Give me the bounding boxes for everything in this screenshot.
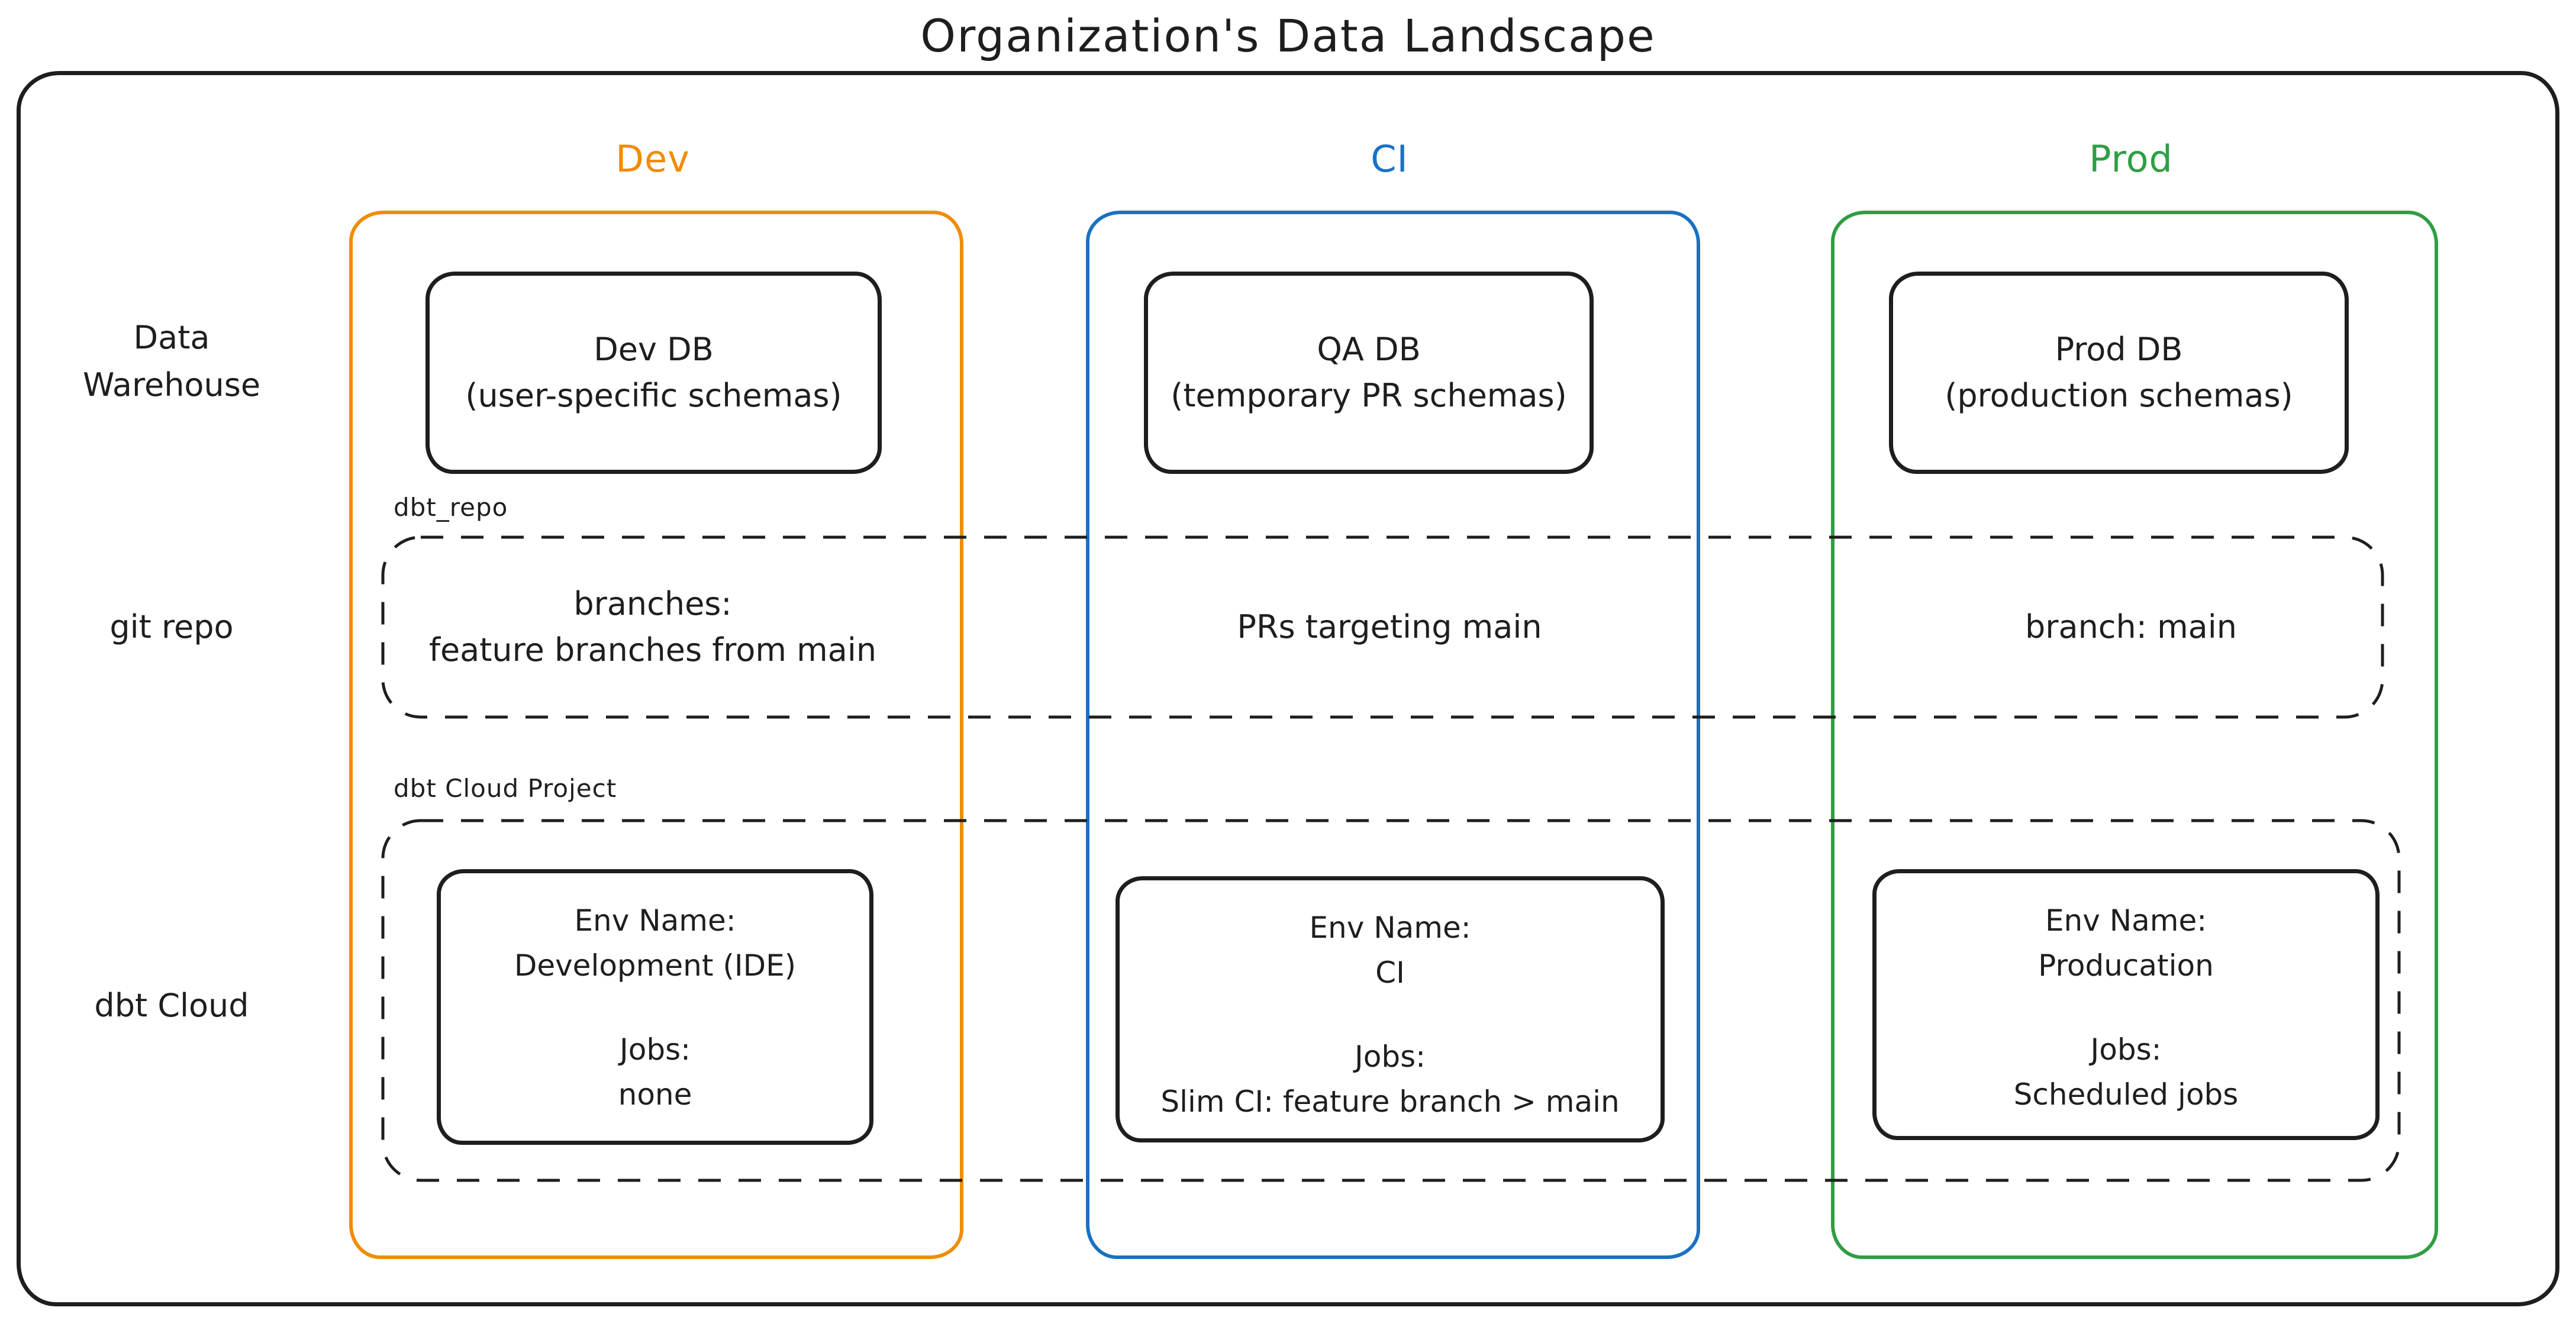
diagram-title: Organization's Data Landscape	[920, 9, 1656, 62]
prod-env-block: Env Name: Producation	[2038, 898, 2214, 988]
ci-git-text: PRs targeting main	[1237, 608, 1542, 645]
column-header-prod: Prod	[2089, 137, 2173, 180]
prod-jobs-value: Scheduled jobs	[2013, 1077, 2239, 1112]
ci-env-block: Env Name: CI	[1309, 905, 1471, 995]
dev-db-title: Dev DB	[594, 331, 714, 368]
dbt-cloud-project-dashed-box	[381, 819, 2401, 1182]
dev-db-subtitle: (user-specific schemas)	[465, 377, 842, 414]
ci-jobs-label: Jobs:	[1355, 1040, 1426, 1074]
row-label-data-warehouse: Data Warehouse	[82, 319, 261, 404]
dbt-repo-dashed-box	[381, 535, 2384, 719]
ci-dbt-cloud-env-box: Env Name: CI Jobs: Slim CI: feature bran…	[1115, 876, 1665, 1142]
dev-jobs-block: Jobs: none	[618, 1027, 692, 1117]
dev-dbt-cloud-env-box: Env Name: Development (IDE) Jobs: none	[437, 869, 873, 1145]
prod-jobs-block: Jobs: Scheduled jobs	[2014, 1027, 2239, 1117]
dev-env-label: Env Name:	[574, 903, 736, 938]
prod-env-label: Env Name:	[2045, 903, 2207, 938]
ci-env-label: Env Name:	[1309, 911, 1471, 945]
prod-jobs-label: Jobs:	[2090, 1032, 2162, 1067]
column-header-dev: Dev	[615, 137, 690, 180]
dev-jobs-value: none	[618, 1077, 692, 1112]
prod-git-text: branch: main	[2025, 608, 2237, 645]
dev-env-name: Development (IDE)	[514, 948, 797, 983]
ci-jobs-block: Jobs: Slim CI: feature branch > main	[1160, 1034, 1619, 1124]
qa-db-title: QA DB	[1317, 331, 1421, 368]
dbt-repo-box-label: dbt_repo	[394, 493, 508, 522]
landscape-outer-box	[17, 71, 2559, 1306]
dev-git-text: branches: feature branches from main	[428, 585, 877, 669]
qa-db-subtitle: (temporary PR schemas)	[1171, 377, 1567, 414]
prod-db-subtitle: (production schemas)	[1945, 377, 2293, 414]
prod-env-name: Producation	[2038, 948, 2214, 983]
ci-column-box	[1086, 211, 1700, 1259]
prod-dbt-cloud-env-box: Env Name: Producation Jobs: Scheduled jo…	[1872, 869, 2380, 1140]
dev-env-block: Env Name: Development (IDE)	[514, 898, 796, 988]
dev-jobs-label: Jobs:	[620, 1032, 691, 1067]
dev-db-box: Dev DB (user-specific schemas)	[425, 272, 882, 474]
row-label-dbt-cloud: dbt Cloud	[94, 987, 249, 1024]
qa-db-box: QA DB (temporary PR schemas)	[1144, 272, 1594, 474]
dev-column-box	[349, 211, 963, 1259]
ci-env-name: CI	[1375, 956, 1405, 990]
row-label-git-repo: git repo	[109, 608, 234, 645]
dbt-cloud-project-box-label: dbt Cloud Project	[394, 774, 617, 803]
column-header-ci: CI	[1371, 137, 1408, 180]
prod-db-title: Prod DB	[2055, 331, 2183, 368]
prod-column-box	[1831, 211, 2438, 1259]
prod-db-box: Prod DB (production schemas)	[1889, 272, 2349, 474]
ci-jobs-value: Slim CI: feature branch > main	[1160, 1084, 1620, 1119]
